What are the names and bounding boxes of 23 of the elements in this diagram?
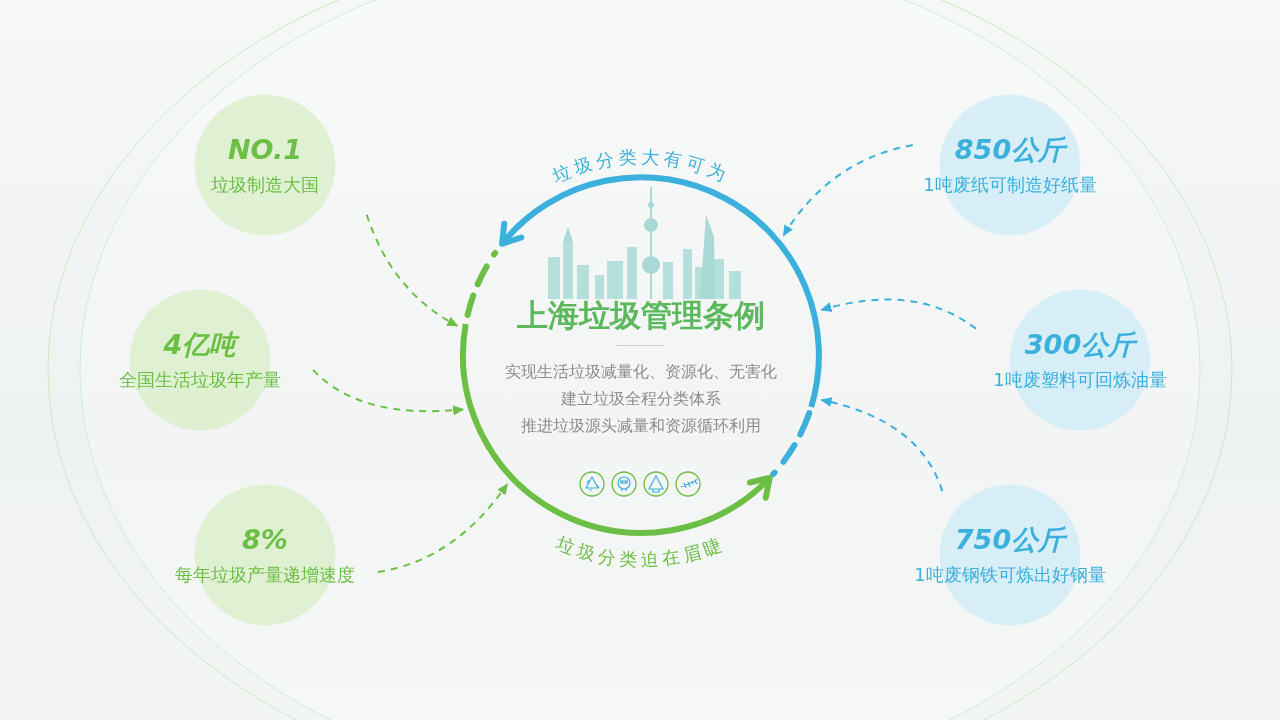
stat-value: 750公斤 <box>954 523 1066 557</box>
arc-caption: 垃圾分类大有可为 <box>549 145 733 187</box>
stat-caption: 每年垃圾产量递增速度 <box>175 563 355 587</box>
arrow <box>365 213 459 327</box>
stat-caption: 全国生活垃圾年产量 <box>119 368 281 392</box>
stat-caption: 1吨废塑料可回炼油量 <box>993 368 1167 392</box>
bullet-text: 实现生活垃圾减量化、资源化、无害化 <box>504 361 778 383</box>
arrow <box>820 397 944 493</box>
arrow <box>820 298 977 330</box>
stat-caption: 1吨废钢铁可炼出好钢量 <box>914 563 1106 587</box>
stat-caption: 垃圾制造大国 <box>211 173 319 197</box>
stat-value: 300公斤 <box>1024 328 1136 362</box>
bullet-text: 推进垃圾源头减量和资源循环利用 <box>520 415 762 437</box>
stat-caption: 1吨废纸可制造好纸量 <box>923 173 1097 197</box>
stat-value: 850公斤 <box>954 133 1066 167</box>
bullet-text: 建立垃圾全程分类体系 <box>560 388 722 410</box>
stat-value: NO.1 <box>228 133 302 167</box>
arrow <box>377 483 509 573</box>
arc-caption: 垃圾分类迫在眉睫 <box>553 532 729 571</box>
arrow <box>782 144 914 237</box>
arrow <box>312 368 465 416</box>
circle-heading: 上海垃圾管理条例 <box>516 296 766 335</box>
stat-value: 8% <box>242 523 288 557</box>
